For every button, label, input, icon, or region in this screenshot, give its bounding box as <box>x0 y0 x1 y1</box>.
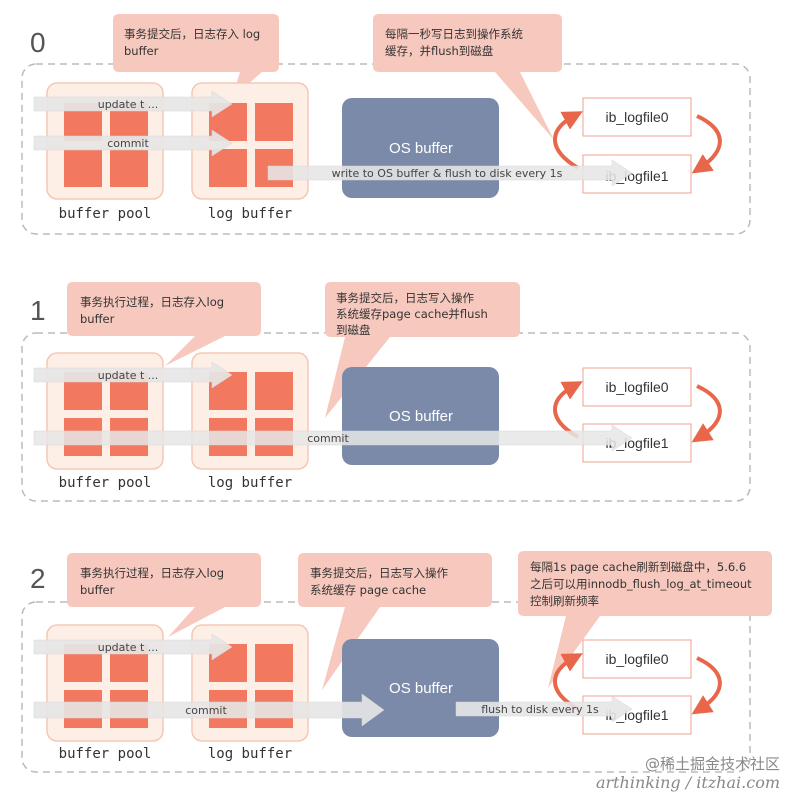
callout-bubble: 每隔一秒写日志到操作系统 缓存，并flush到磁盘 <box>373 14 562 140</box>
callout-line: 事务提交后，日志写入操作 <box>336 291 474 305</box>
callout-bubble: 每隔1s page cache刷新到磁盘中，5.6.6 之后可以用innodb_… <box>518 551 772 688</box>
callout-line: 事务执行过程，日志存入log <box>80 295 224 309</box>
update-label: update t ... <box>98 369 159 382</box>
watermark-signature: arthinking / itzhai.com <box>596 773 780 792</box>
buffer-pool-label: buffer pool <box>59 206 152 222</box>
flush-label: flush to disk every 1s <box>481 703 599 716</box>
commit-label: commit <box>307 432 349 445</box>
log-buffer-label: log buffer <box>208 746 292 762</box>
callout-line: 系统缓存 page cache <box>310 583 426 597</box>
callout-bubble: 事务提交后，日志写入操作 系统缓存page cache并flush 到磁盘 <box>325 282 520 418</box>
flush-arrow: flush to disk every 1s <box>455 695 633 723</box>
section-number: 1 <box>30 295 46 326</box>
logfile0-label: ib_logfile0 <box>605 109 668 125</box>
callout-line: 缓存，并flush到磁盘 <box>385 44 493 58</box>
callout-line: buffer <box>80 583 115 597</box>
section-1: 1 事务执行过程，日志存入log buffer 事务提交后，日志写入操作 系统缓… <box>21 282 751 502</box>
callout-line: 事务提交后，日志写入操作 <box>310 566 448 580</box>
cycle-arrow-left <box>553 111 583 170</box>
section-number: 2 <box>30 563 46 594</box>
write-flush-label: write to OS buffer & flush to disk every… <box>332 167 563 180</box>
logfile0-box <box>582 367 692 407</box>
update-arrow: update t ... <box>33 90 233 118</box>
log-buffer-label: log buffer <box>208 206 292 222</box>
callout-line: 系统缓存page cache并flush <box>336 307 488 321</box>
section-2: 2 事务执行过程，日志存入log buffer 事务提交后，日志写入操作 系统缓… <box>21 551 772 773</box>
callout-line: 控制刷新频率 <box>530 594 599 608</box>
update-arrow: update t ... <box>33 633 233 661</box>
update-label: update t ... <box>98 641 159 654</box>
logfile0-label: ib_logfile0 <box>605 379 668 395</box>
commit-arrow: commit <box>33 424 633 452</box>
callout-line: 每隔一秒写日志到操作系统 <box>385 27 523 41</box>
callout-bubble: 事务执行过程，日志存入log buffer <box>67 282 261 366</box>
update-arrow: update t ... <box>33 361 233 389</box>
update-label: update t ... <box>98 98 159 111</box>
commit-label: commit <box>185 704 227 717</box>
callout-line: buffer <box>124 44 159 58</box>
write-flush-arrow: write to OS buffer & flush to disk every… <box>267 159 633 187</box>
commit-arrow: commit <box>33 129 233 157</box>
watermark-brand: @稀土掘金技术社区 <box>645 755 780 773</box>
callout-bubble: 事务提交后，日志存入 log buffer <box>113 14 279 98</box>
section-0: 0 事务提交后，日志存入 log buffer 每隔一秒写日志到操作系统 缓存，… <box>21 14 751 235</box>
watermark: @稀土掘金技术社区 arthinking / itzhai.com <box>596 755 780 792</box>
callout-line: 事务执行过程，日志存入log <box>80 566 224 580</box>
logfile0-box <box>582 97 692 137</box>
section-number: 0 <box>30 27 46 58</box>
callout-line: 到磁盘 <box>336 323 371 337</box>
cycle-arrow-right <box>691 384 722 443</box>
commit-arrow: commit <box>33 693 385 727</box>
os-buffer-label: OS buffer <box>389 680 453 697</box>
cycle-arrow-right <box>691 656 722 715</box>
os-buffer-label: OS buffer <box>389 140 453 157</box>
commit-label: commit <box>107 137 149 150</box>
cycle-arrow-left <box>553 381 583 439</box>
logfile0-box <box>582 639 692 679</box>
callout-line: 事务提交后，日志存入 log <box>124 27 260 41</box>
logfile0-label: ib_logfile0 <box>605 651 668 667</box>
buffer-pool-label: buffer pool <box>59 475 152 491</box>
callout-line: 之后可以用innodb_flush_log_at_timeout <box>530 577 752 591</box>
callout-line: 每隔1s page cache刷新到磁盘中，5.6.6 <box>530 560 746 574</box>
cycle-arrow-right <box>691 114 722 174</box>
os-buffer-label: OS buffer <box>389 408 453 425</box>
callout-bubble: 事务提交后，日志写入操作 系统缓存 page cache <box>298 553 492 690</box>
buffer-pool-label: buffer pool <box>59 746 152 762</box>
log-buffer-label: log buffer <box>208 475 292 491</box>
callout-line: buffer <box>80 312 115 326</box>
callout-bubble: 事务执行过程，日志存入log buffer <box>67 553 261 637</box>
